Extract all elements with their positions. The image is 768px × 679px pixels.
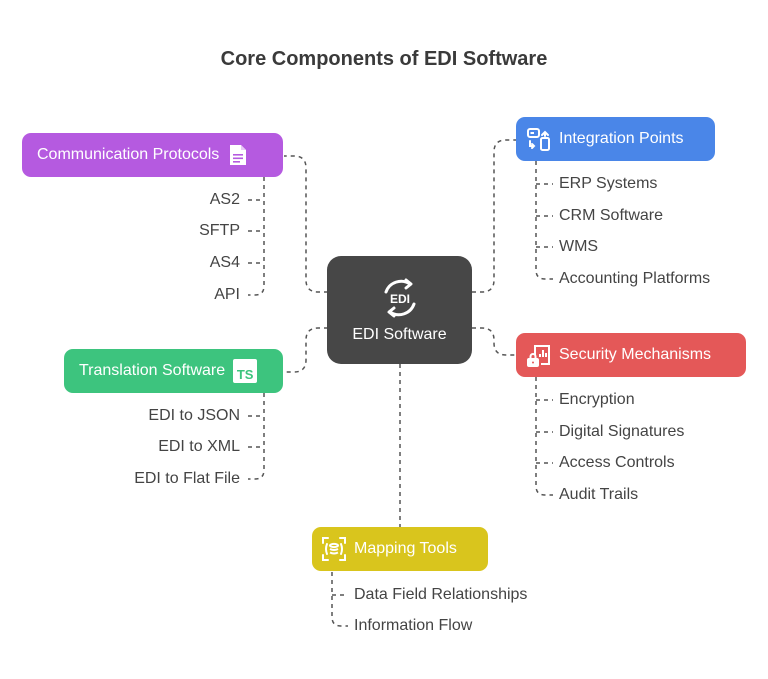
leaf-audit-trails: Audit Trails — [559, 486, 639, 503]
leaf-information-flow: Information Flow — [354, 617, 473, 634]
branch-label: Communication Protocols — [37, 146, 220, 163]
device-sync-icon — [527, 127, 551, 151]
leaf-wms: WMS — [559, 238, 599, 255]
leaf-encryption: Encryption — [559, 391, 635, 408]
leaf-edi-to-json: EDI to JSON — [148, 407, 240, 424]
database-expand-icon — [321, 536, 347, 562]
branch-security-mechanisms[interactable]: Security Mechanisms — [516, 333, 746, 377]
leaf-as4: AS4 — [209, 254, 240, 271]
branch-translation-software[interactable]: Translation Software TS — [64, 349, 283, 393]
branch-communication-protocols[interactable]: Communication Protocols — [22, 133, 283, 177]
leaf-edi-to-flat-file: EDI to Flat File — [134, 470, 240, 487]
branch-label: Translation Software — [79, 362, 226, 379]
document-icon — [228, 143, 248, 167]
leaf-accounting-platforms: Accounting Platforms — [559, 270, 711, 287]
link-center-security — [472, 327, 516, 356]
leaf-edi-to-xml: EDI to XML — [158, 438, 240, 455]
diagram-title: Core Components of EDI Software — [220, 48, 548, 70]
link-center-communication — [284, 155, 328, 293]
leaf-as2: AS2 — [209, 191, 240, 208]
leaf-api: API — [214, 286, 240, 303]
branch-label: Security Mechanisms — [559, 346, 712, 363]
link-center-integration — [472, 139, 516, 293]
leaf-erp-systems: ERP Systems — [559, 175, 658, 192]
edi-sync-icon: EDI — [384, 278, 415, 318]
branch-label: Integration Points — [559, 130, 684, 147]
leaf-digital-signatures: Digital Signatures — [559, 423, 685, 440]
leaf-access-controls: Access Controls — [559, 454, 675, 471]
center-node-edi-software[interactable]: EDI EDI Software — [327, 256, 472, 364]
branch-integration-points[interactable]: Integration Points — [516, 117, 715, 161]
link-security-children — [535, 377, 553, 496]
center-node-label: EDI Software — [352, 326, 447, 343]
secure-document-icon — [527, 343, 551, 367]
link-center-translation — [284, 327, 328, 373]
svg-text:EDI: EDI — [389, 292, 409, 306]
branch-mapping-tools[interactable]: Mapping Tools — [312, 527, 488, 571]
branch-label: Mapping Tools — [354, 540, 457, 557]
link-comm-children — [248, 177, 265, 296]
typescript-icon: TS — [233, 359, 258, 383]
leaf-data-field-relationships: Data Field Relationships — [354, 586, 528, 603]
leaf-sftp: SFTP — [199, 222, 240, 239]
link-integration-children — [535, 161, 553, 280]
leaf-crm-software: CRM Software — [559, 207, 664, 224]
link-translation-children — [248, 393, 265, 480]
link-mapping-children — [331, 572, 348, 627]
